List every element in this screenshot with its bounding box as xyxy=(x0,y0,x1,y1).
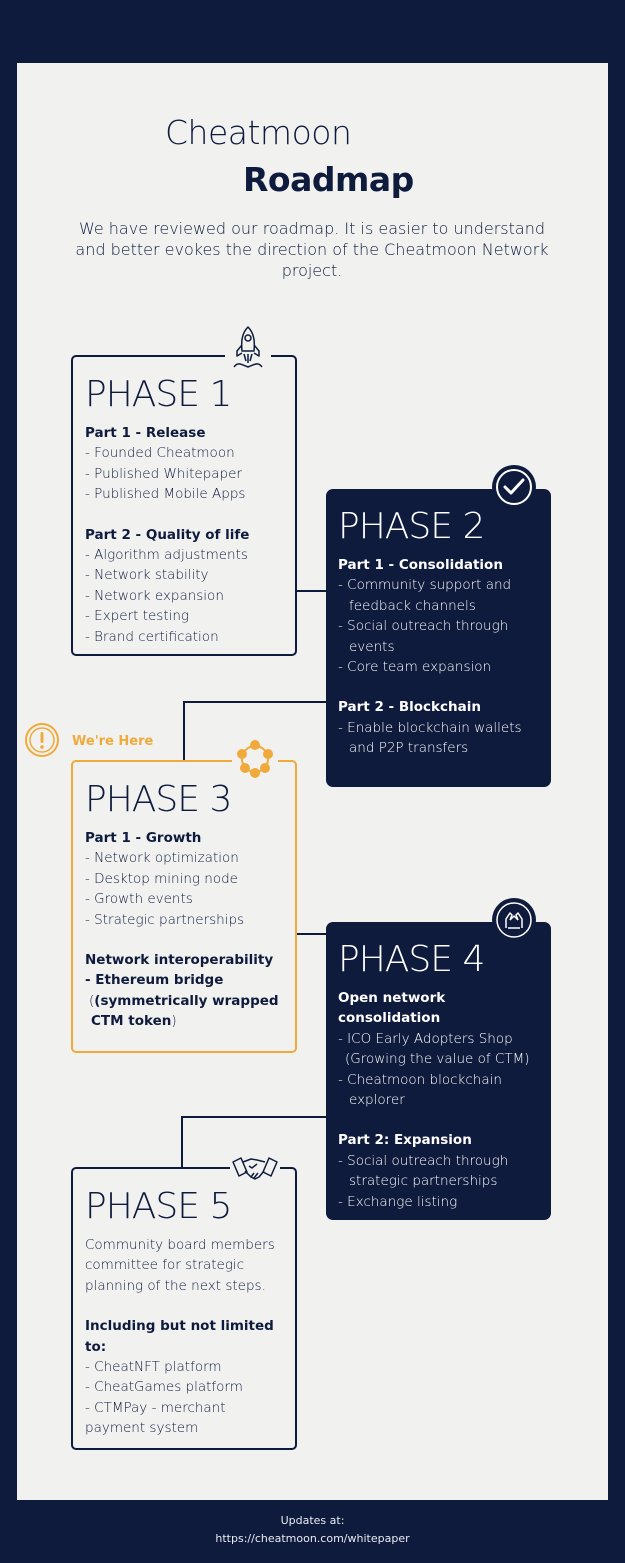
list-item: - Network expansion xyxy=(85,587,224,604)
list-item: - Published Whitepaper xyxy=(85,465,242,482)
list-item: - Social outreach through xyxy=(338,618,509,635)
footer-url[interactable]: https://cheatmoon.com/whitepaper xyxy=(215,1532,410,1545)
checkmark-icon xyxy=(491,464,537,510)
connector-p4-p5-h xyxy=(181,1116,328,1118)
phase-5-part-2-heading: Including but not limited to: xyxy=(85,1318,274,1355)
handshake-icon xyxy=(230,1148,280,1188)
were-here-label: We're Here xyxy=(72,734,154,749)
phase-5-card: PHASE 5 Community board members committe… xyxy=(71,1167,297,1450)
list-item: - CheatNFT platform xyxy=(85,1359,222,1376)
list-item: - Growth events xyxy=(85,891,193,908)
phase-3-part-1-heading: Part 1 - Growth xyxy=(85,830,202,846)
connector-p2-p3-h xyxy=(183,701,328,703)
list-item: - Brand certification xyxy=(85,628,219,645)
phase-1-title: PHASE 1 xyxy=(85,374,232,415)
list-item: events xyxy=(349,638,395,655)
phase-3-part-2-heading: Network interoperability xyxy=(85,952,274,969)
phase-4-part-1-heading: Open network consolidation xyxy=(338,990,446,1027)
phase-3-title: PHASE 3 xyxy=(85,779,232,820)
phase-2-card: PHASE 2 Part 1 - Consolidation - Communi… xyxy=(326,489,551,787)
phase-3-bridge-heading: - Ethereum bridge xyxy=(85,972,224,989)
phase-4-card: PHASE 4 Open network consolidation - ICO… xyxy=(326,922,551,1220)
phase-1-card: PHASE 1 Part 1 - Release - Founded Cheat… xyxy=(71,355,297,656)
teamwork-icon xyxy=(491,897,537,943)
list-item: - Core team expansion xyxy=(338,659,492,676)
alert-icon xyxy=(24,722,60,758)
list-item: - Algorithm adjustments xyxy=(85,547,248,564)
list-item: - Social outreach through xyxy=(338,1152,509,1169)
bracket-close: ) xyxy=(171,1013,177,1030)
title-line-1: Cheatmoon xyxy=(165,113,352,152)
phase-3-card: PHASE 3 Part 1 - Growth - Network optimi… xyxy=(71,760,297,1053)
connector-p1-p2 xyxy=(295,590,328,592)
list-item: and P2P transfers xyxy=(349,740,469,757)
phase-2-part-1-heading: Part 1 - Consolidation xyxy=(338,557,503,573)
phase-2-part-2-heading: Part 2 - Blockchain xyxy=(338,699,481,716)
list-item: - Strategic partnerships xyxy=(85,911,245,928)
list-item: (Growing the value of CTM) xyxy=(345,1051,530,1068)
list-item: - CTMPay - merchant xyxy=(85,1399,226,1416)
wrapped-token-text-1: (symmetrically wrapped xyxy=(94,992,279,1009)
connector-p4-p5-v xyxy=(181,1116,183,1168)
list-item: - Desktop mining node xyxy=(85,870,238,887)
list-item: - Published Mobile Apps xyxy=(85,486,246,503)
list-item: - Exchange listing xyxy=(338,1193,458,1210)
list-item: - Network optimization xyxy=(85,850,239,867)
connector-p2-p3-v xyxy=(183,701,185,761)
network-icon xyxy=(232,737,278,781)
phase-5-title: PHASE 5 xyxy=(85,1186,232,1227)
phase-4-title: PHASE 4 xyxy=(338,939,485,980)
title-line-2: Roadmap xyxy=(243,160,414,199)
list-item: strategic partnerships xyxy=(349,1173,498,1190)
rocket-icon xyxy=(225,322,271,372)
phase-5-intro-line: committee for strategic xyxy=(85,1257,245,1274)
list-item: - Network stability xyxy=(85,567,209,584)
wrapped-token-text-2: CTM token xyxy=(91,1013,172,1030)
phase-1-part-1-heading: Part 1 - Release xyxy=(85,425,206,441)
list-item: - CheatGames platform xyxy=(85,1379,243,1396)
connector-p3-p4 xyxy=(295,933,328,935)
list-item: - Enable blockchain wallets xyxy=(338,719,522,736)
phase-2-title: PHASE 2 xyxy=(338,506,485,547)
footer-label: Updates at: xyxy=(280,1514,345,1527)
list-item: - ICO Early Adopters Shop xyxy=(338,1030,513,1047)
list-item: - Cheatmoon blockchain xyxy=(338,1071,502,1088)
list-item: payment system xyxy=(85,1420,199,1437)
phase-4-part-2-heading: Part 2: Expansion xyxy=(338,1132,472,1149)
list-item: - Community support and xyxy=(338,577,512,594)
bracket-open: ( xyxy=(89,992,95,1009)
list-item: feedback channels xyxy=(349,597,476,614)
phase-5-intro-line: planning of the next steps. xyxy=(85,1277,266,1294)
list-item: - Founded Cheatmoon xyxy=(85,445,235,462)
list-item: explorer xyxy=(349,1092,405,1109)
list-item: - Expert testing xyxy=(85,608,190,625)
intro-text: We have reviewed our roadmap. It is easi… xyxy=(75,219,549,280)
phase-5-intro-line: Community board members xyxy=(85,1237,275,1253)
phase-1-part-2-heading: Part 2 - Quality of life xyxy=(85,526,250,543)
